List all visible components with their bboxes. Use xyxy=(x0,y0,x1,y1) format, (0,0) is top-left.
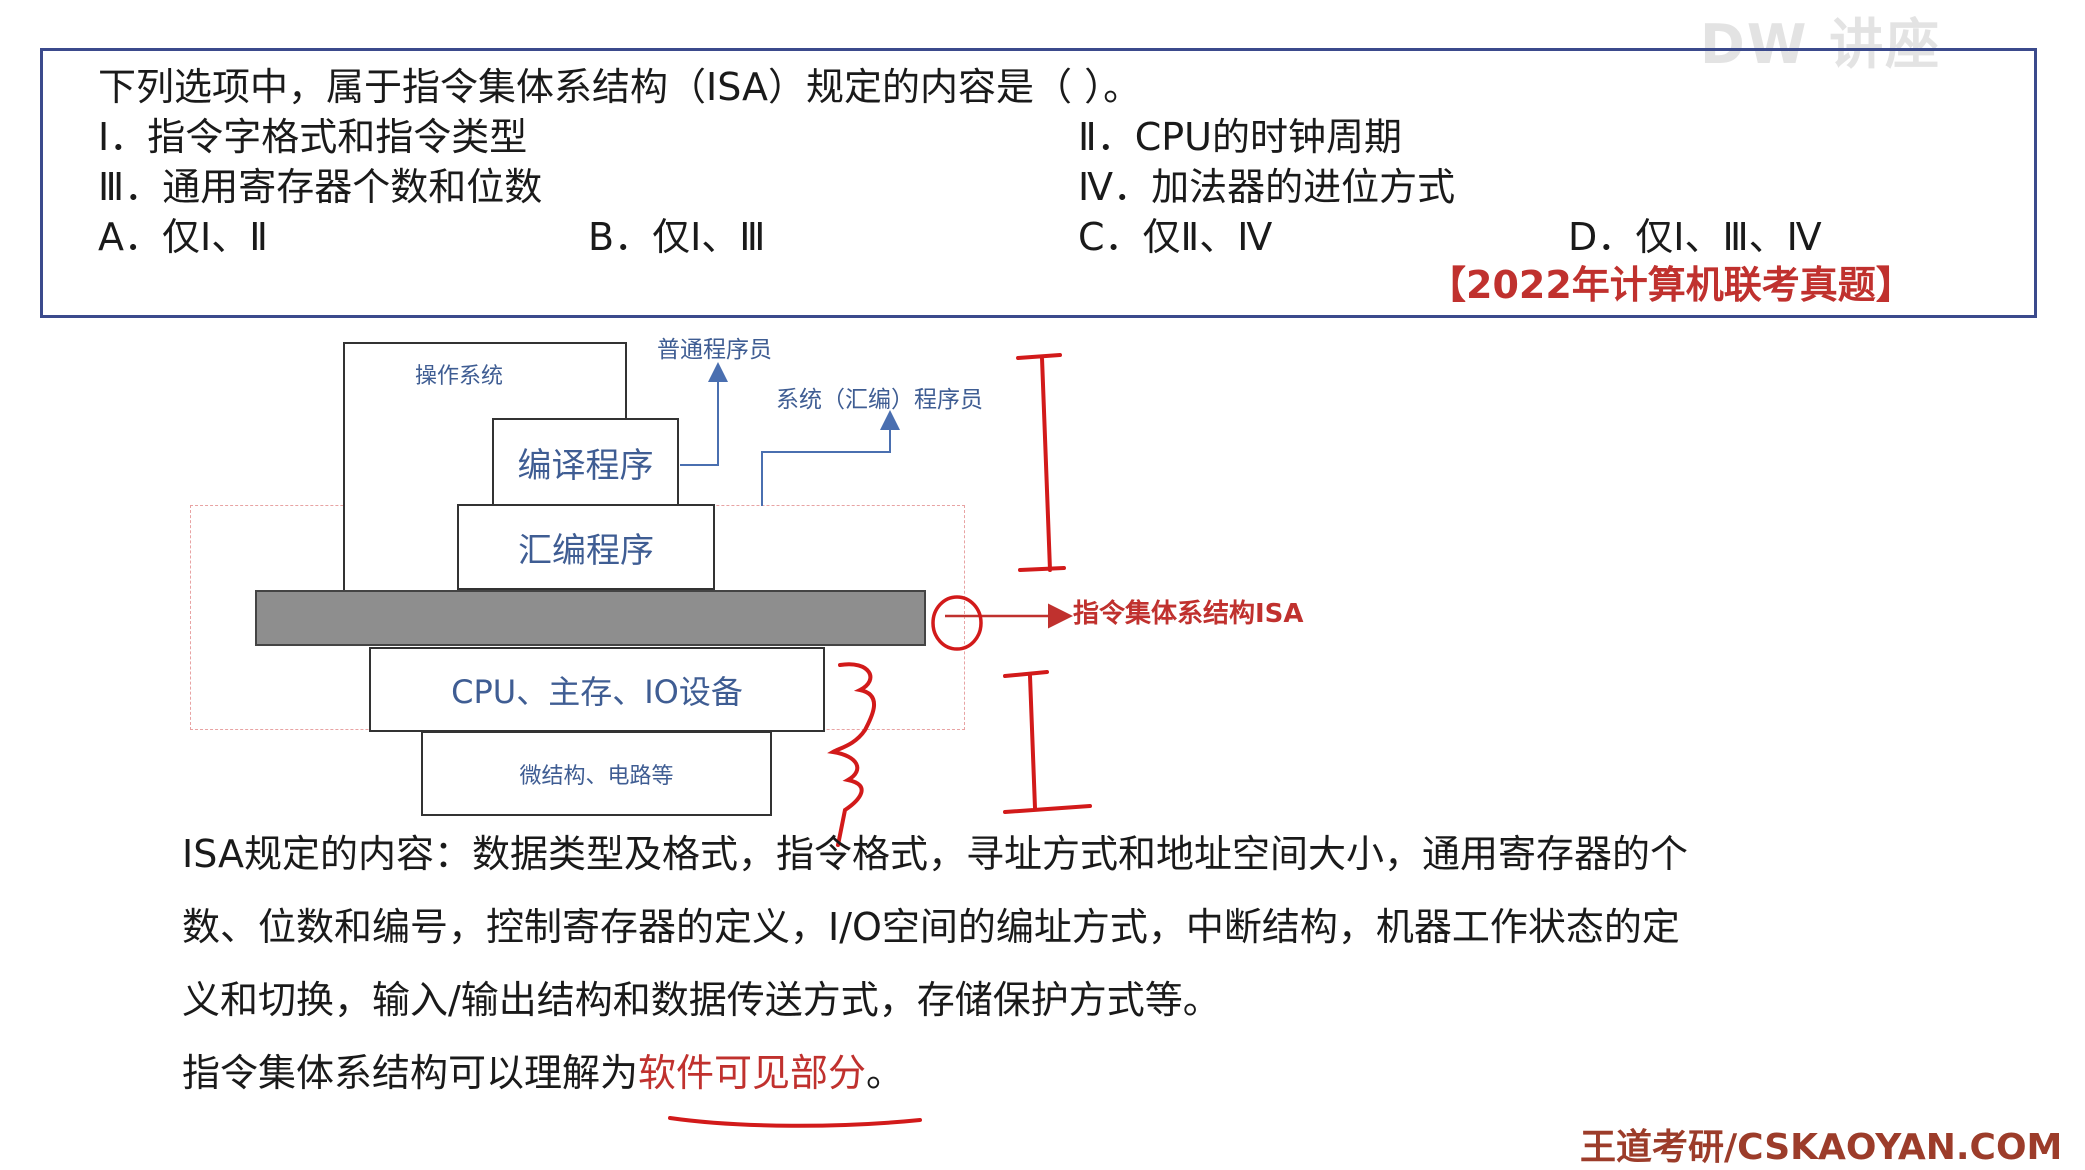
isa-layer-bar xyxy=(255,590,926,646)
assembler-box: 汇编程序 xyxy=(457,504,715,590)
compiler-label: 编译程序 xyxy=(517,445,654,486)
microarchitecture-box: 微结构、电路等 xyxy=(421,731,772,816)
footer-brand: 王道考研/CSKAOYAN.COM xyxy=(1580,1127,2063,1168)
question-box: 下列选项中，属于指令集体系结构（ISA）规定的内容是（ ）。 Ⅰ．指令字格式和指… xyxy=(40,48,2037,318)
normal-programmer-label: 普通程序员 xyxy=(657,337,772,363)
isa-content-line-2: 数、位数和编号，控制寄存器的定义，I/O空间的编址方式，中断结构，机器工作状态的… xyxy=(182,905,1680,949)
watermark-top: DW 讲座 xyxy=(1700,13,1942,76)
question-item-1: Ⅰ．指令字格式和指令类型 xyxy=(98,115,528,159)
option-d: D．仅Ⅰ、Ⅲ、Ⅳ xyxy=(1568,215,1822,259)
hand-underline xyxy=(668,1116,922,1128)
system-programmer-label: 系统（汇编）程序员 xyxy=(776,387,983,413)
hand-bracket-bottom xyxy=(1003,670,1092,814)
option-c: C．仅Ⅱ、Ⅳ xyxy=(1078,215,1273,259)
assembler-label: 汇编程序 xyxy=(518,530,654,571)
question-item-2: Ⅱ．CPU的时钟周期 xyxy=(1078,115,1402,159)
summary-highlight: 软件可见部分 xyxy=(638,1051,867,1095)
question-stem: 下列选项中，属于指令集体系结构（ISA）规定的内容是（ ）。 xyxy=(98,65,1142,109)
hand-curly-brace xyxy=(827,662,877,847)
hand-bracket-top xyxy=(1016,353,1066,572)
isa-content-line-1: ISA规定的内容：数据类型及格式，指令格式，寻址方式和地址空间大小，通用寄存器的… xyxy=(182,832,1689,876)
isa-summary-line: 指令集体系结构可以理解为软件可见部分。 xyxy=(182,1051,904,1095)
micro-label: 微结构、电路等 xyxy=(519,763,674,789)
hand-circle xyxy=(931,595,983,651)
question-item-3: Ⅲ．通用寄存器个数和位数 xyxy=(98,165,543,209)
os-label: 操作系统 xyxy=(415,364,504,389)
arrow-system-programmer xyxy=(761,410,900,506)
summary-prefix: 指令集体系结构可以理解为 xyxy=(182,1051,639,1095)
isa-content-line-3: 义和切换，输入/输出结构和数据传送方式，存储保护方式等。 xyxy=(182,978,1221,1022)
option-a: A．仅Ⅰ、Ⅱ xyxy=(98,215,268,259)
hardware-label: CPU、主存、IO设备 xyxy=(451,672,743,711)
arrow-normal-programmer xyxy=(680,362,728,466)
summary-suffix: 。 xyxy=(866,1051,905,1095)
option-b: B．仅Ⅰ、Ⅲ xyxy=(588,215,766,259)
hardware-box: CPU、主存、IO设备 xyxy=(369,647,825,732)
isa-label: 指令集体系结构ISA xyxy=(1073,599,1304,629)
source-tag: 【2022年计算机联考真题】 xyxy=(1428,263,1914,307)
question-item-4: Ⅳ．加法器的进位方式 xyxy=(1078,165,1456,209)
